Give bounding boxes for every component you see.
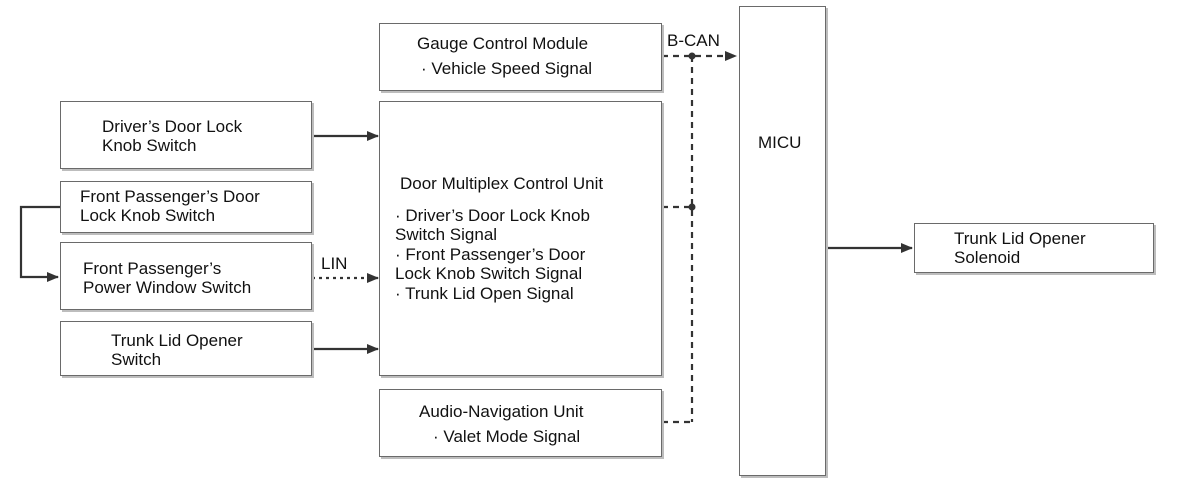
lin-label: LIN (321, 254, 348, 273)
door-mcu-signal: · Front Passenger’s Door (395, 245, 586, 264)
valet-mode-signal: · Valet Mode Signal (433, 427, 581, 446)
audio-navigation-unit-box (379, 389, 662, 457)
door-multiplex-control-unit-title: Door Multiplex Control Unit (400, 174, 604, 193)
front-passenger-lock-switch-line1: Front Passenger’s Door (80, 187, 260, 206)
trunk-lid-opener-switch-line2: Switch (111, 350, 162, 369)
bcan-bus (662, 51, 737, 424)
door-mcu-signal: · Trunk Lid Open Signal (395, 284, 574, 303)
bcan-junction (688, 52, 696, 60)
driver-door-lock-switch-box (60, 101, 312, 169)
trunk-lid-opener-solenoid-box (914, 223, 1154, 273)
audio-navigation-unit-title: Audio-Navigation Unit (419, 402, 584, 421)
door-multiplex-control-unit-box (379, 101, 662, 376)
vehicle-speed-signal: · Vehicle Speed Signal (421, 59, 593, 78)
gauge-control-module-box (379, 23, 662, 91)
bcan-junction (688, 203, 696, 211)
front-passenger-window-switch-box (60, 242, 312, 310)
front-passenger-window-switch-line2: Power Window Switch (83, 278, 252, 297)
front-passenger-window-switch-line1: Front Passenger’s (83, 259, 222, 278)
micu-label: MICU (758, 133, 802, 152)
door-mcu-signal: · Driver’s Door Lock Knob (395, 206, 590, 225)
gauge-control-module-title: Gauge Control Module (417, 34, 589, 53)
front-passenger-lock-switch-box (60, 181, 312, 233)
door-mcu-signal: Lock Knob Switch Signal (395, 264, 583, 283)
driver-door-lock-switch-line2: Knob Switch (102, 136, 197, 155)
trunk-lid-opener-solenoid-line2: Solenoid (954, 248, 1021, 267)
bcan-label: B-CAN (667, 31, 720, 50)
driver-door-lock-switch-line1: Driver’s Door Lock (102, 117, 243, 136)
front-lock-to-window-arrow (19, 205, 60, 282)
trunk-lid-opener-switch-line1: Trunk Lid Opener (111, 331, 243, 350)
door-mcu-signal: Switch Signal (395, 225, 498, 244)
trunk-lid-opener-switch-box (60, 321, 312, 376)
front-passenger-lock-switch-line2: Lock Knob Switch (80, 206, 216, 225)
trunk-lid-opener-solenoid-line1: Trunk Lid Opener (954, 229, 1086, 248)
micu-box (739, 6, 826, 476)
